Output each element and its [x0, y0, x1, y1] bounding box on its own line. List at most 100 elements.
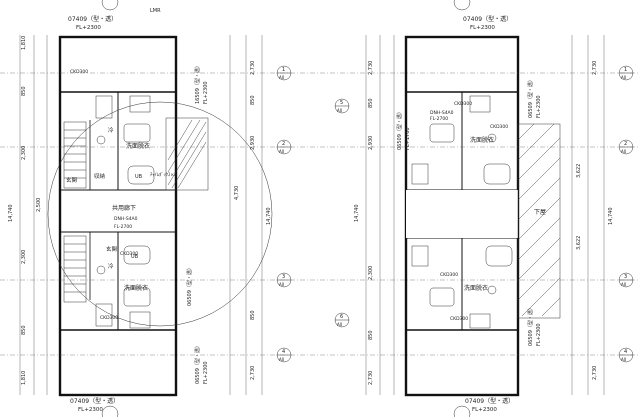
left-window-bottom-label: 07409（型・透）: [70, 397, 119, 405]
svg-text:A0: A0: [337, 108, 343, 113]
svg-text:A0: A0: [621, 282, 627, 287]
right-label-ckd-3: CKD300: [440, 272, 458, 278]
left-window-top-label: 07409（型・透）: [68, 15, 117, 23]
svg-text:5: 5: [340, 100, 343, 106]
svg-text:4: 4: [282, 349, 285, 355]
left-room-corridor: 共用廊下: [112, 204, 136, 212]
left-total-dim-right: 14,740: [266, 208, 272, 226]
right-total-dim: 14,740: [354, 205, 360, 223]
left-dim-mid: 2,500: [36, 198, 42, 212]
left-room-entrance-top: 玄関: [66, 176, 78, 184]
left-top-mark: LMR: [150, 8, 161, 14]
right-side-window-1: 06509（型・透）: [527, 77, 534, 118]
left-top-grid-circle: [101, 0, 119, 11]
right-plan: 07409（型・透） FL+2300 2,730 850 2,930 14,74…: [354, 0, 634, 417]
svg-text:A0: A0: [279, 357, 285, 362]
right-label-ckd-4: CKD300: [450, 316, 468, 322]
right-side-window-left: 06509（型・透）: [396, 109, 403, 150]
left-label-ckd-1: CKD300: [70, 69, 88, 75]
left-room-ub-bottom: UB: [131, 254, 139, 260]
svg-text:A0: A0: [621, 149, 627, 154]
svg-text:4: 4: [624, 349, 627, 355]
left-dim-5: 850: [21, 325, 27, 335]
left-bottom-grid-circle: [101, 405, 119, 417]
right-side-window-2: 06509（型・透）: [527, 305, 534, 346]
right-window-top-label: 07409（型・透）: [463, 15, 512, 23]
left-rdim-2: 850: [250, 95, 256, 105]
left-rdim-3: 2,930: [250, 136, 256, 150]
svg-text:3: 3: [282, 274, 285, 280]
left-reference-circle: [47, 101, 273, 327]
left-rdim-6: 2,730: [250, 366, 256, 380]
left-room-laundry-top: 洗面脱衣: [126, 142, 150, 150]
left-label-dnh: DNH-S4A0: [114, 216, 138, 222]
left-dim-2: 850: [21, 86, 27, 96]
left-rdim-5: 850: [250, 310, 256, 320]
left-rdim-4: 4,730: [234, 186, 240, 200]
right-inner-dim-1: 3,622: [576, 164, 582, 178]
left-plan-right-dimensions: 2,730 850 2,930 4,730 850 2,730 14,740: [229, 35, 272, 395]
left-side-fl-bottom: FL+2300: [203, 361, 209, 384]
right-plan-outline: [404, 35, 520, 397]
left-plan: 07409（型・透） FL+2300 LMR 1,810 850 2,300 2…: [8, 0, 350, 417]
svg-text:A0: A0: [621, 75, 627, 80]
right-side-fl-1: FL+2300: [536, 95, 542, 118]
right-fl-top-label: FL+2300: [470, 25, 495, 31]
svg-text:1: 1: [624, 67, 627, 73]
left-total-dim: 14,740: [8, 205, 14, 223]
svg-text:2: 2: [624, 141, 627, 147]
right-label-ckd-1: CKD300: [454, 101, 472, 107]
right-side-fl-2: FL+2300: [536, 323, 542, 346]
left-dim-6: 1,810: [21, 371, 27, 385]
left-fl-bottom-label: FL+2300: [78, 407, 103, 413]
left-fl-top-label: FL+2300: [76, 25, 101, 31]
svg-text:3: 3: [624, 274, 627, 280]
right-side-fl-left: FL+1700: [405, 127, 411, 150]
right-bottom-grid-circle: [453, 405, 471, 417]
svg-text:6: 6: [340, 314, 343, 320]
svg-text:A0: A0: [337, 322, 343, 327]
svg-text:A0: A0: [279, 282, 285, 287]
svg-text:A0: A0: [621, 357, 627, 362]
left-label-ckd-2: CKD300: [120, 251, 138, 257]
left-label-ckd-3: CKD300: [100, 315, 118, 321]
left-dim-4: 2,300: [21, 250, 27, 264]
right-ldim-3: 2,930: [368, 136, 374, 150]
left-dim-3: 2,300: [21, 146, 27, 160]
right-fixtures: [411, 95, 513, 329]
left-side-window-top: 16509（型・透）: [194, 63, 201, 104]
left-room-closet: 収納: [94, 172, 106, 180]
right-label-fl: FL-2700: [430, 116, 448, 122]
svg-text:2: 2: [282, 141, 285, 147]
right-ldim-1: 2,730: [368, 61, 374, 75]
left-room-shoes-bottom: 冷: [108, 262, 114, 270]
left-stair-top: [63, 121, 87, 189]
right-room-laundry-top: 洗面脱衣: [470, 136, 494, 144]
right-fl-bottom-label: FL+2300: [472, 407, 497, 413]
left-fixtures: [95, 95, 155, 329]
right-label-dnh: DNH-S4A0: [430, 110, 454, 116]
right-ldim-5: 850: [368, 330, 374, 340]
right-total-dim-right: 14,740: [608, 208, 614, 226]
svg-text:A0: A0: [279, 149, 285, 154]
left-exterior-stair: [165, 117, 209, 191]
left-room-laundry-bottom: 洗面脱衣: [124, 284, 148, 292]
right-room-laundry-bottom: 洗面脱衣: [464, 284, 488, 292]
left-room-shoes-top: 冷: [108, 126, 114, 134]
right-hatched-roof: 下屋: [517, 123, 561, 319]
grid-center-lines: [0, 72, 640, 356]
right-rdim-2: 2,730: [592, 366, 598, 380]
left-room-ub-top: UB: [135, 174, 143, 180]
left-room-entrance-bottom: 玄関: [106, 245, 118, 253]
left-label-fl: FL-2700: [114, 224, 132, 230]
left-chime-box-label: ﾁｬｲﾑﾎﾞｯｸｽ×2: [150, 171, 177, 178]
left-side-fl-top: FL+2300: [203, 81, 209, 104]
right-rdim-1: 2,730: [592, 61, 598, 75]
right-inner-dim-2: 3,622: [576, 236, 582, 250]
left-rdim-1: 2,730: [250, 61, 256, 75]
svg-text:1: 1: [282, 67, 285, 73]
left-side-window-mid: 06509（型・透）: [186, 265, 193, 306]
right-window-bottom-label: 07409（型・透）: [465, 397, 514, 405]
right-label-ckd-2: CKD300: [490, 124, 508, 130]
